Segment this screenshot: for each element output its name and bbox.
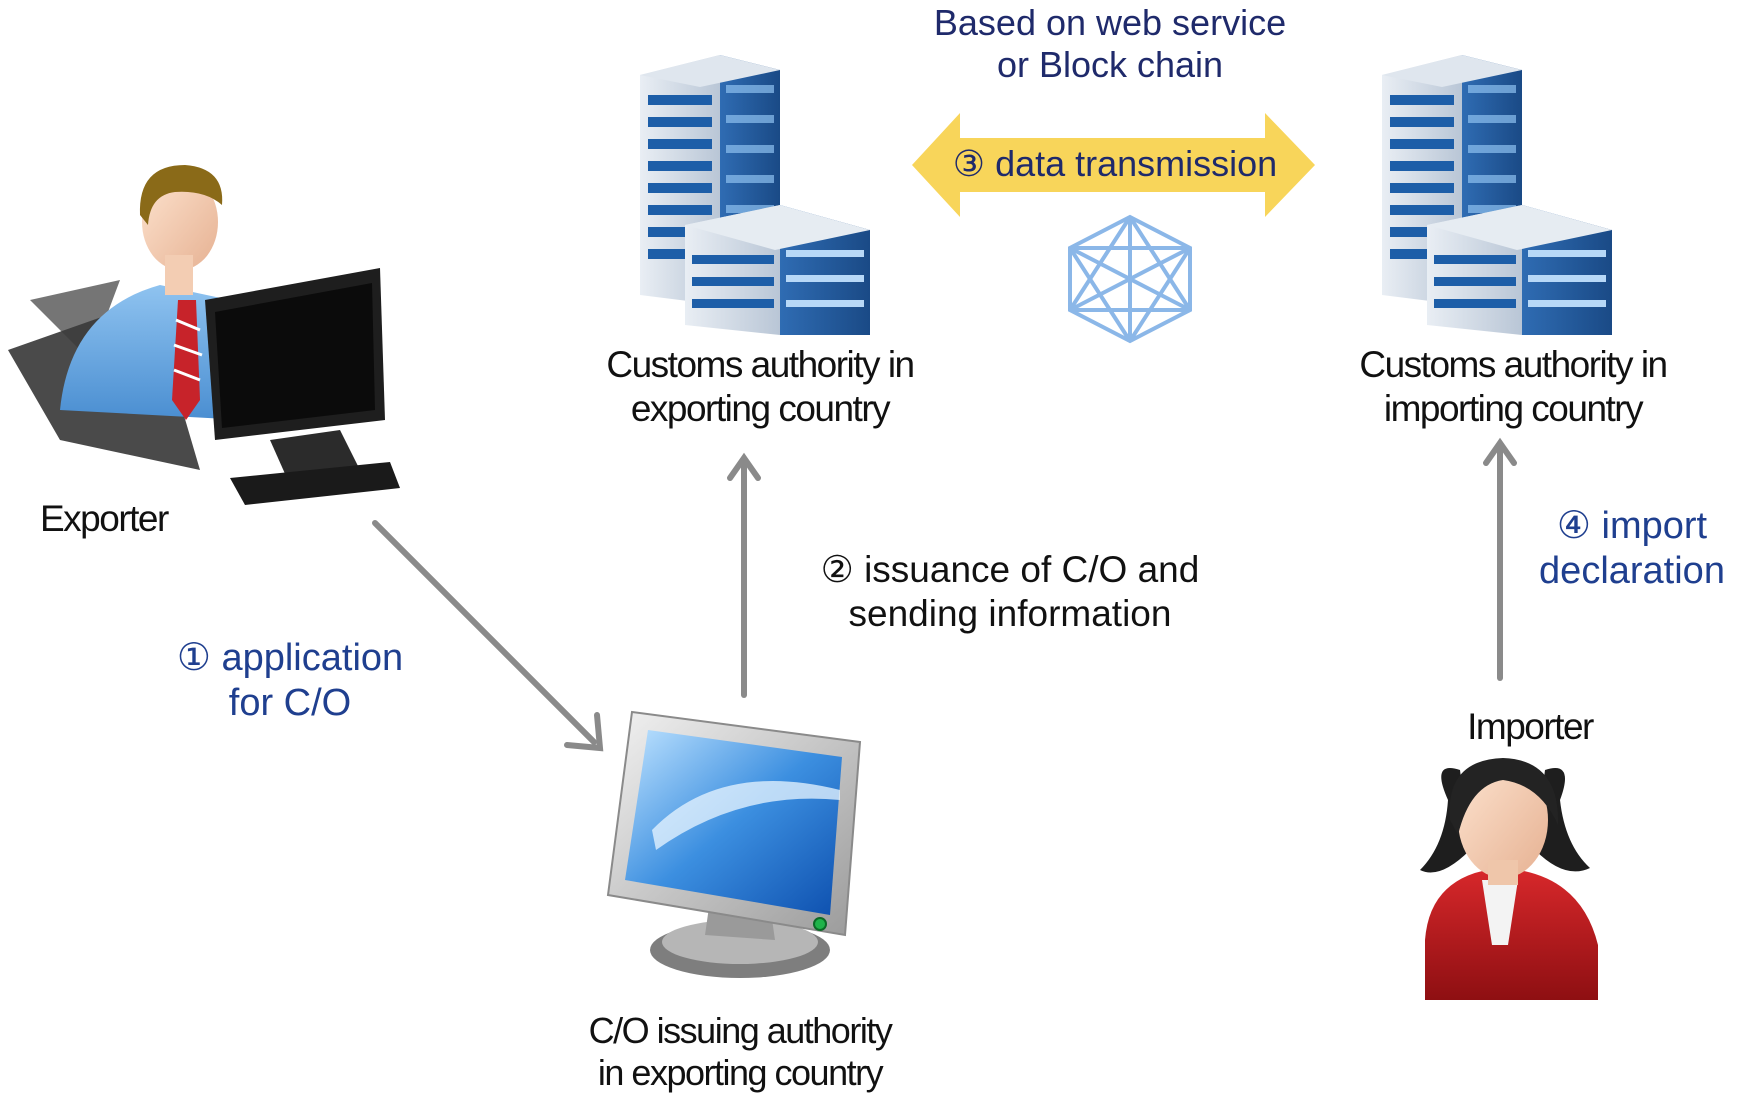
arrow-issuance [727,452,761,698]
network-basis-line2: or Block chain [996,44,1224,86]
importer-person-icon [1420,758,1598,1000]
step4-line2: declaration [1539,549,1725,592]
exporter-label: Exporter [40,498,169,539]
step2-label: ② issuance of C/O and sending informatio… [800,548,1220,635]
desktop-monitor-icon [606,710,862,978]
arrow-application [372,520,604,752]
customs-exporting-line1: Customs authority in [606,344,915,385]
network-basis-label: Based on web service or Block chain [880,2,1340,87]
co-authority-line1: C/O issuing authority [588,1010,893,1051]
customs-exporting-line2: exporting country [630,387,891,429]
step1-line2: for C/O [228,681,352,724]
exporter-person-at-computer-icon [8,165,400,505]
step4-label: ④ import declaration [1522,504,1742,594]
step4-line1: ④ import [1556,505,1708,547]
step2-line1: ② issuance of C/O and [820,549,1200,590]
arrow-import-declaration [1483,437,1517,681]
office-building-icon [640,55,870,335]
co-authority-label: C/O issuing authority in exporting count… [560,1010,920,1095]
blockchain-network-icon [1068,214,1192,344]
customs-exporting-label: Customs authority in exporting country [565,343,955,430]
transmission-double-arrow [912,113,1315,217]
step2-line2: sending information [848,592,1172,634]
importer-label: Importer [1467,706,1594,747]
customs-importing-label: Customs authority in importing country [1318,343,1708,430]
data-transmission-label: ③ data transmission [952,143,1278,184]
customs-importing-line2: importing country [1383,387,1644,429]
step1-line1: ① application [176,637,404,679]
step1-label: ① application for C/O [140,636,440,726]
office-building-icon [1382,55,1612,335]
network-basis-line1: Based on web service [933,2,1287,43]
co-authority-line2: in exporting country [597,1052,884,1094]
customs-importing-line1: Customs authority in [1359,344,1668,385]
